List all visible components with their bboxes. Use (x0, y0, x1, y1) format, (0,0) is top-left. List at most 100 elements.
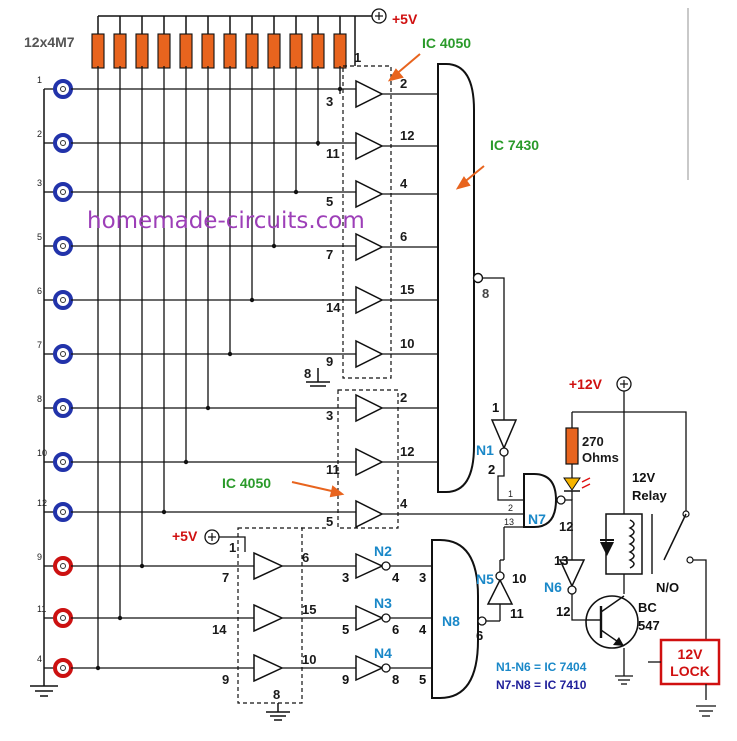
top-5v-rail (97, 15, 372, 66)
ic4050-lower-outline (337, 389, 399, 529)
buffer-gate (355, 499, 384, 529)
lower-ic-pin-1: 1 (229, 540, 236, 555)
n7-pin-2: 2 (508, 503, 513, 513)
plus12v-terminal (616, 376, 632, 392)
ic4050-pin-8: 8 (304, 366, 311, 381)
buffer-pin-out: 12 (400, 128, 414, 143)
n5-pin-11: 11 (510, 606, 524, 621)
resistor-8 (245, 33, 259, 69)
inverter-pin-in: 3 (342, 570, 349, 585)
buffer-gate (355, 285, 384, 315)
key-number: 3 (37, 178, 42, 188)
lower-buffer-gate (253, 551, 284, 581)
n1-label: N1 (476, 442, 494, 458)
inverter-pin-out: 4 (392, 570, 400, 585)
key-number: 1 (37, 75, 42, 85)
inverter-label: N4 (374, 645, 392, 661)
n6-pin-13: 13 (554, 553, 568, 568)
key-number: 4 (37, 654, 42, 664)
buffer-gate (355, 79, 384, 109)
ic7430-pin-8: 8 (482, 286, 489, 301)
inverter-n3 (355, 604, 384, 632)
ic4050-bottom-outline (237, 527, 303, 704)
ic7430-nand (437, 63, 484, 493)
n6-inverter (558, 559, 586, 621)
inverter-n2 (355, 552, 384, 580)
buffer-pin-out: 2 (400, 76, 407, 91)
buffer-gate (355, 447, 384, 477)
buffer-gate (355, 339, 384, 369)
resistor-3 (135, 33, 149, 69)
buffer-pin-in: 5 (326, 194, 333, 209)
key-number: 5 (37, 232, 42, 242)
transistor-bc547 (585, 595, 639, 649)
inverter-pin-out: 6 (392, 622, 399, 637)
key-number: 6 (37, 286, 42, 296)
relay-12v (600, 510, 707, 652)
n7-pin-13: 13 (504, 517, 514, 527)
ic4050-label-top: IC 4050 (422, 35, 471, 51)
n8-nand (431, 539, 487, 699)
n5-label: N5 (476, 571, 494, 587)
lower-buffer-pin-out: 6 (302, 550, 309, 565)
nand-n8-pin: 4 (419, 622, 427, 637)
nand-n8-pin: 3 (419, 570, 426, 585)
inverter-pin-out: 8 (392, 672, 399, 687)
plus12v-label: +12V (569, 376, 603, 392)
n6-label: N6 (544, 579, 562, 595)
legend-line-1: N1-N6 = IC 7404 (496, 660, 587, 674)
plus5v-terminal-left (204, 529, 220, 545)
lower-buffer-pin-in: 9 (222, 672, 229, 687)
inverter-label: N2 (374, 543, 392, 559)
transistor-label-2: 547 (638, 618, 660, 633)
buffer-pin-out: 10 (400, 336, 414, 351)
lock-label-2: LOCK (670, 663, 710, 679)
n7-nand (523, 473, 566, 528)
key-number: 8 (37, 394, 42, 404)
resistor-12 (333, 33, 347, 69)
left-ground-bus (30, 89, 58, 697)
ic4050-pin-1: 1 (354, 50, 361, 65)
inverter-label: N3 (374, 595, 392, 611)
lower-ic-pin-8: 8 (273, 687, 280, 702)
buffer-pin-in: 9 (326, 354, 333, 369)
n7-pin-12: 12 (559, 519, 573, 534)
n7-pin-1: 1 (508, 489, 513, 499)
n8-pin-6: 6 (476, 628, 483, 643)
lower-buffer-pin-out: 10 (302, 652, 316, 667)
ic4050-upper-outline (342, 65, 392, 379)
legend-line-2: N7-N8 = IC 7410 (496, 678, 587, 692)
plus5v-label-left: +5V (172, 528, 198, 544)
n1-pin-in: 1 (492, 400, 499, 415)
resistor-drop-lines (97, 66, 341, 668)
inverter-pin-in: 5 (342, 622, 349, 637)
buffer-pin-out: 2 (400, 390, 407, 405)
resistor-6 (201, 33, 215, 69)
buffer-gate (355, 393, 384, 423)
inverter-pin-in: 9 (342, 672, 349, 687)
buffer-pin-in: 11 (326, 146, 340, 161)
resistor-5 (179, 33, 193, 69)
lower-buffer-gate (253, 603, 284, 633)
resistor-unit: Ohms (582, 450, 619, 465)
key-number: 12 (37, 498, 47, 508)
resistor-array (91, 33, 347, 69)
n8-label: N8 (442, 613, 460, 629)
relay-contact-label: N/O (656, 580, 679, 595)
label-arrows (291, 53, 485, 498)
resistor-array-label: 12x4M7 (24, 34, 75, 50)
buffer-pin-in: 3 (326, 408, 333, 423)
key-number: 7 (37, 340, 42, 350)
inverter-n4 (355, 654, 384, 682)
buffer-pin-in: 11 (326, 462, 340, 477)
lower-buffer-pin-in: 14 (212, 622, 227, 637)
buffer-gate (355, 131, 384, 161)
resistor-4 (157, 33, 171, 69)
n6-pin-12: 12 (556, 604, 570, 619)
buffer-pin-in: 5 (326, 514, 333, 529)
buffer-pin-out: 4 (400, 496, 408, 511)
